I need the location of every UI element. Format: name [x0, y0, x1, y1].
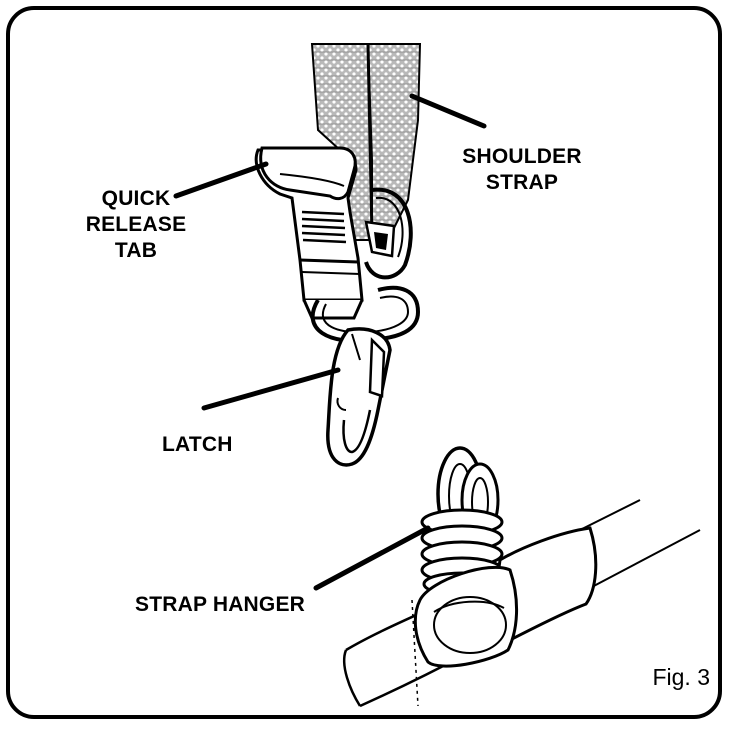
quick-release-tab [254, 146, 364, 320]
label-shoulder-strap: SHOULDER STRAP [462, 145, 582, 194]
label-strap-hanger: STRAP HANGER [135, 593, 306, 616]
leader-quick-release-tab [173, 161, 269, 199]
d-ring [310, 285, 421, 343]
leader-strap-hanger [313, 525, 431, 591]
label-quick-release-tab: QUICK RELEASE TAB [85, 187, 187, 262]
figure-caption: Fig. 3 [652, 664, 710, 690]
shaft-tube [343, 499, 701, 708]
leader-lines [173, 93, 487, 591]
strap-loop [364, 187, 413, 280]
latch [326, 327, 392, 467]
leader-shoulder-strap [409, 93, 487, 129]
leader-latch [201, 367, 341, 411]
label-latch: LATCH [162, 433, 233, 456]
